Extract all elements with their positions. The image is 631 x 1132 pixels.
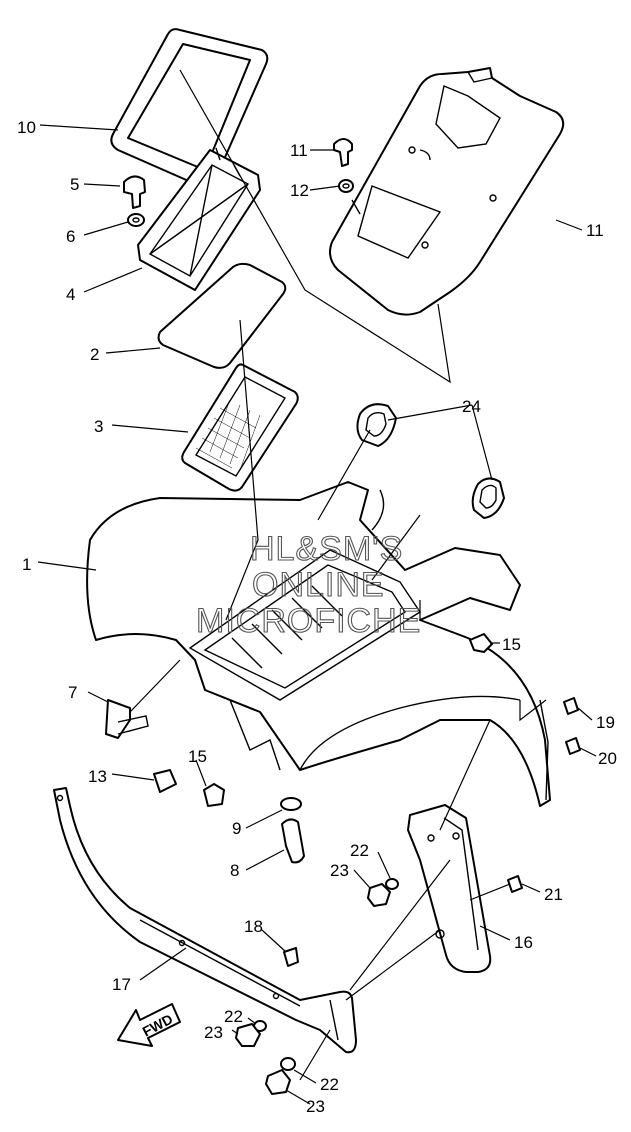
leader-lines	[37, 69, 597, 1105]
callout-20: 20	[598, 749, 617, 768]
part-2-filter	[157, 262, 287, 369]
callout-1: 1	[22, 555, 31, 574]
callout-18: 18	[244, 917, 263, 936]
callout-16: 16	[514, 933, 533, 952]
callout-7: 7	[68, 683, 77, 702]
callout-17: 17	[112, 975, 131, 994]
callout-19: 19	[596, 713, 615, 732]
callout-22-lower-left: 22	[224, 1007, 243, 1026]
part-11-cover	[329, 67, 565, 316]
callout-13: 12	[290, 181, 309, 200]
callout-6: 6	[66, 227, 75, 246]
callout-14: 13	[88, 767, 107, 786]
callout-5: 5	[70, 175, 79, 194]
callout-9: 9	[232, 819, 241, 838]
callout-8: 8	[230, 861, 239, 880]
part-10-frame-seal	[110, 28, 269, 189]
callout-22-right: 22	[350, 841, 369, 860]
callout-21: 21	[544, 885, 563, 904]
callout-3: 3	[94, 417, 103, 436]
callout-11: 11	[586, 221, 604, 240]
callout-23-lower-left: 23	[204, 1023, 223, 1042]
part-4-bracket	[137, 147, 261, 291]
callout-15-right: 15	[502, 635, 521, 654]
callout-2: 2	[90, 345, 99, 364]
callout-23-right: 23	[330, 861, 349, 880]
callout-10: 10	[17, 118, 36, 137]
callout-12: 11	[290, 141, 308, 160]
callout-labels: 10 5 6 4 2 3 1 7 13 15 9 8 11 12 11 24 1…	[17, 118, 617, 1116]
callout-22-lower-right: 22	[320, 1075, 339, 1094]
part-3-mesh-screen	[181, 363, 299, 492]
watermark: HL&SM'S ONLINE MICROFICHE	[195, 529, 421, 640]
callout-23-lower-right: 23	[306, 1097, 325, 1116]
watermark-line-2: ONLINE	[252, 566, 385, 604]
part-16-side-plate	[407, 804, 492, 973]
watermark-line-3: MICROFICHE	[196, 602, 421, 640]
watermark-line-1: HL&SM'S	[250, 530, 403, 568]
part-17-bar	[53, 787, 357, 1054]
fwd-arrow: FWD	[117, 1003, 181, 1047]
part-1-front-fender	[86, 481, 551, 807]
callout-24: 24	[462, 397, 481, 416]
callout-15-left: 15	[188, 747, 207, 766]
callout-4: 4	[66, 285, 75, 304]
